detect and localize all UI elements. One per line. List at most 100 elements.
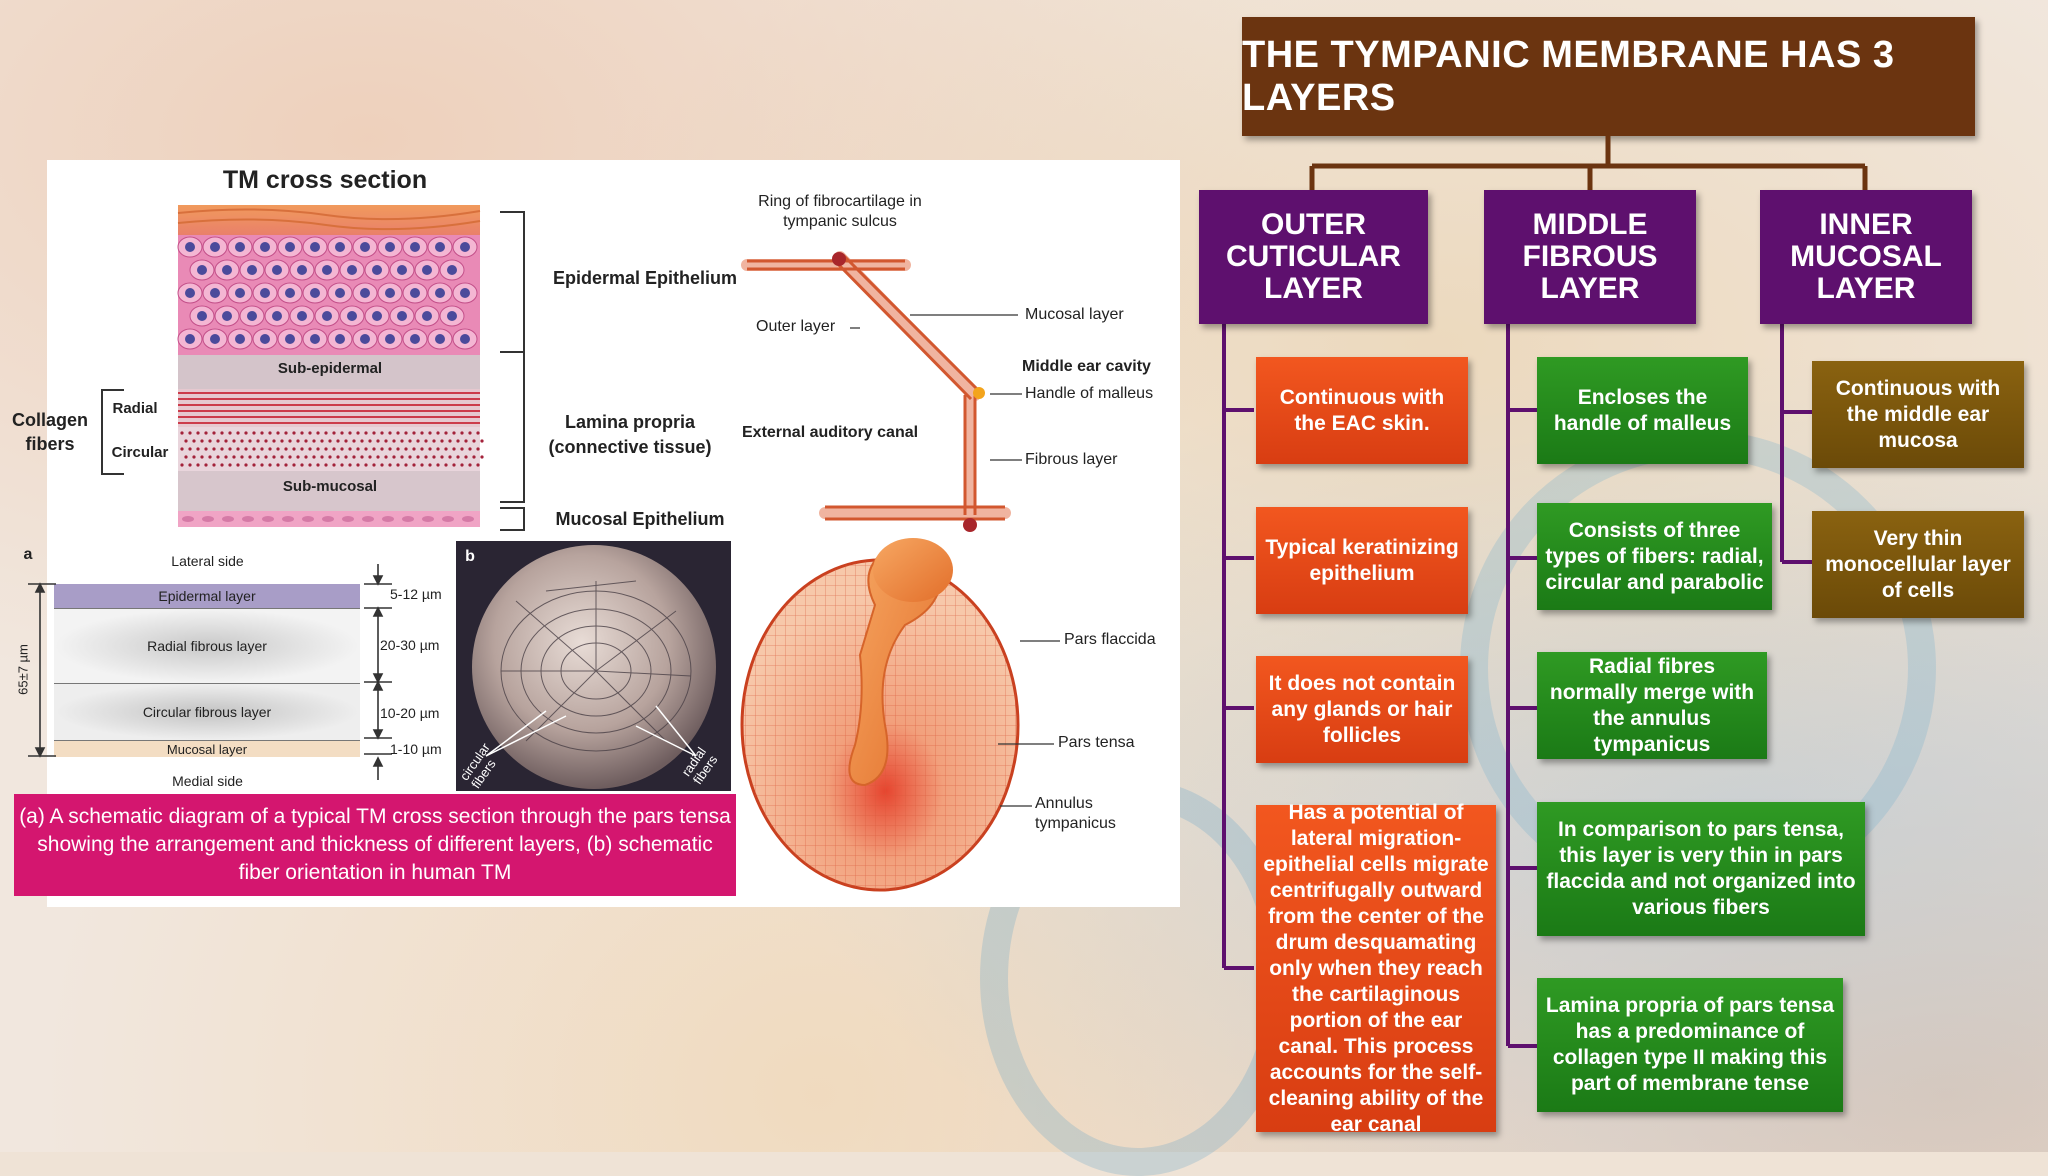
circular-fiber-dot [452, 447, 456, 451]
circular-fiber-dot [236, 447, 240, 451]
circular-fiber-dot [332, 447, 336, 451]
circular-fiber-dot [292, 447, 296, 451]
medial-side-label: Medial side [172, 773, 243, 789]
circular-fiber-dot [208, 455, 212, 459]
mucosal-cell [202, 516, 214, 522]
cell-nucleus [410, 242, 420, 252]
cell-nucleus [235, 334, 245, 344]
circular-fiber-dot [308, 431, 312, 435]
circular-fiber-dot [188, 447, 192, 451]
circular-fiber-dot [368, 439, 372, 443]
cell-nucleus [297, 265, 307, 275]
mucosal-cell [422, 516, 434, 522]
circular-fiber-dot [212, 463, 216, 467]
circular-fiber-dot [452, 431, 456, 435]
circular-fiber-dot [284, 431, 288, 435]
lamina-propria-label: Lamina propria (connective tissue) [548, 412, 712, 457]
circular-fiber-dot [424, 439, 428, 443]
circular-fiber-dot [204, 431, 208, 435]
mucosal-cell [382, 516, 394, 522]
circular-fiber-dot [436, 463, 440, 467]
circular-fiber-dot [340, 463, 344, 467]
epidermal-epithelium-label: Epidermal Epithelium [552, 268, 738, 288]
cell-nucleus [335, 288, 345, 298]
circular-fiber-dot [444, 431, 448, 435]
mucosal-epithelium-label: Mucosal Epithelium [555, 509, 725, 529]
circular-fiber-dot [308, 463, 312, 467]
circular-fiber-dot [204, 463, 208, 467]
circular-fiber-dot [380, 447, 384, 451]
mucosal-cell [302, 516, 314, 522]
cell-nucleus [385, 334, 395, 344]
circular-fiber-dot [276, 447, 280, 451]
circular-fiber-dot [180, 431, 184, 435]
circular-fiber-dot [332, 431, 336, 435]
cell-nucleus [410, 288, 420, 298]
circular-fiber-dot [328, 439, 332, 443]
cross-section-brackets [500, 211, 525, 531]
circular-fiber-dot [248, 439, 252, 443]
cross-section-title: TM cross section [222, 166, 428, 194]
circular-fiber-dot [348, 431, 352, 435]
circular-fiber-dot [180, 463, 184, 467]
circular-fiber-dot [276, 463, 280, 467]
circular-fiber-dot [460, 447, 464, 451]
circular-fiber-dot [292, 463, 296, 467]
cell-nucleus [460, 334, 470, 344]
ring-fibrocartilage-label: Ring of fibrocartilage in tympanic sulcu… [758, 193, 922, 230]
circular-fiber-dot [212, 431, 216, 435]
circular-fiber-dot [348, 447, 352, 451]
circular-fiber-dot [396, 463, 400, 467]
handle-malleus-label: Handle of malleus [1025, 385, 1154, 402]
cell-nucleus [260, 288, 270, 298]
circular-fiber-dot [448, 455, 452, 459]
anatomy-leader-lines [850, 314, 1060, 807]
circular-fiber-dot [328, 455, 332, 459]
circular-fiber-dot [204, 447, 208, 451]
circular-fiber-dot [216, 439, 220, 443]
circular-fiber-dot [272, 439, 276, 443]
circular-fibrous-band: Circular fibrous layer [54, 684, 360, 741]
cell-nucleus [410, 334, 420, 344]
cell-nucleus [422, 311, 432, 321]
main-title: THE TYMPANIC MEMBRANE HAS 3 LAYERS [1242, 17, 1975, 136]
circular-fiber-dot [248, 455, 252, 459]
circular-fiber-dot [356, 463, 360, 467]
cell-nucleus [235, 242, 245, 252]
circular-fiber-dot [412, 431, 416, 435]
circular-fiber-dot [268, 463, 272, 467]
circular-fiber-dot [468, 431, 472, 435]
circular-fiber-dot [340, 447, 344, 451]
circular-fiber-dot [320, 455, 324, 459]
circular-fiber-dot [460, 463, 464, 467]
circular-fiber-dot [196, 431, 200, 435]
circular-fiber-dot [392, 455, 396, 459]
circular-fiber-dot [324, 431, 328, 435]
circular-fiber-dot [440, 455, 444, 459]
cell-nucleus [185, 334, 195, 344]
circular-fiber-dot [404, 447, 408, 451]
circular-fiber-dot [384, 455, 388, 459]
circular-fiber-dot [444, 463, 448, 467]
circular-fiber-dot [180, 447, 184, 451]
cell-nucleus [272, 265, 282, 275]
circular-fiber-dot [200, 439, 204, 443]
circular-fiber-dot [468, 463, 472, 467]
cell-nucleus [260, 242, 270, 252]
mucosal-cell [442, 516, 454, 522]
circular-fiber-dot [252, 447, 256, 451]
circular-fiber-dot [228, 431, 232, 435]
circular-fiber-dot [260, 463, 264, 467]
lateral-side-label: Lateral side [171, 553, 244, 569]
thickness-radial: 20-30 µm [380, 637, 440, 653]
cell-nucleus [210, 242, 220, 252]
cell-nucleus [310, 334, 320, 344]
circular-fiber-dot [244, 463, 248, 467]
circular-fiber-dot [220, 431, 224, 435]
outer-layer-header: OUTER CUTICULAR LAYER [1199, 190, 1428, 324]
cell-nucleus [222, 311, 232, 321]
pars-tensa-label: Pars tensa [1058, 734, 1135, 751]
circular-fiber-dot [448, 439, 452, 443]
cell-nucleus [460, 288, 470, 298]
circular-fiber-dot [200, 455, 204, 459]
